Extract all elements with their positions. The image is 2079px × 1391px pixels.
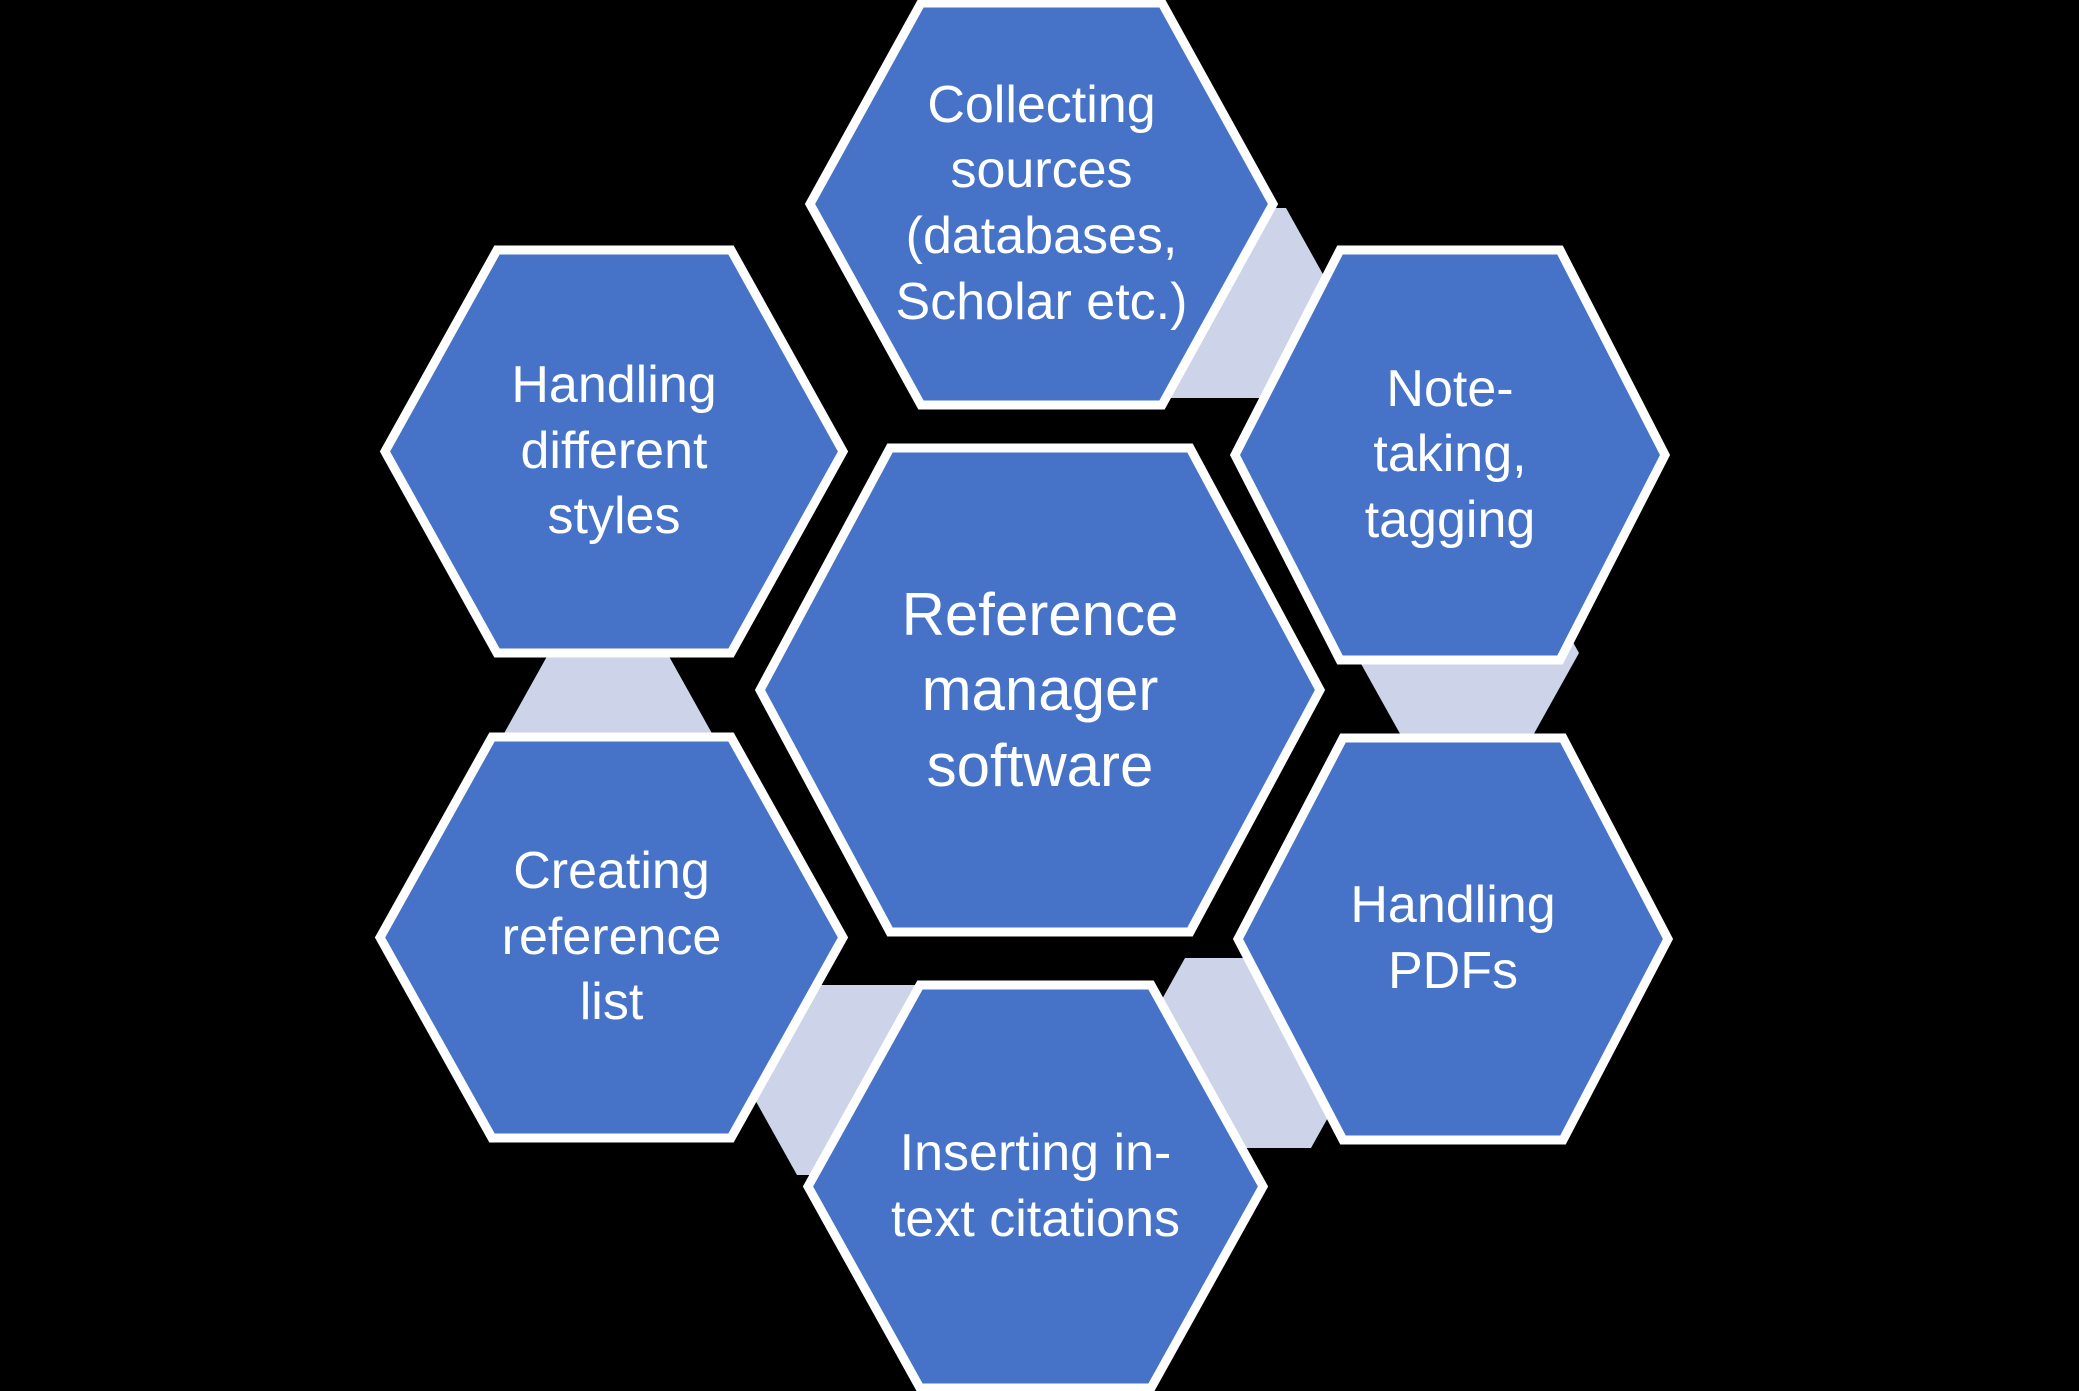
hexagon-inserting-citations <box>802 980 1269 1391</box>
hexagon-collecting-sources <box>804 0 1279 410</box>
hexagon-note-taking-tagging <box>1229 245 1671 665</box>
hexagon-handling-styles <box>379 245 849 658</box>
hexagon-handling-pdfs <box>1232 733 1674 1145</box>
hexagon-creating-reference-list <box>374 732 849 1143</box>
hexagon-reference-manager-software <box>754 443 1326 937</box>
